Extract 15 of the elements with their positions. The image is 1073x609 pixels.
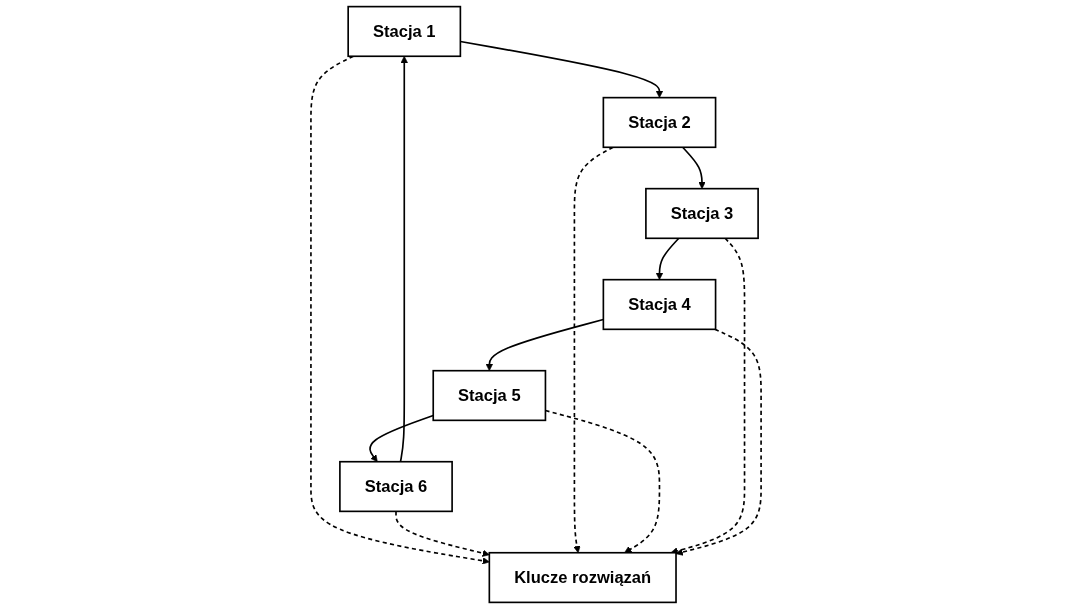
node-box: Stacja 2 (603, 96, 717, 149)
arrow (460, 40, 664, 98)
node-box: Stacja 6 (339, 460, 454, 513)
arrow (671, 237, 746, 555)
arrow (656, 237, 681, 280)
arrow (400, 55, 409, 463)
arrow (573, 146, 615, 554)
node-box: Stacja 5 (432, 369, 547, 422)
arrow (676, 328, 763, 556)
node-box: Stacja 1 (347, 5, 462, 58)
node-box: Stacja 3 (645, 187, 760, 240)
arrow (545, 409, 661, 554)
node-box: Stacja 4 (603, 278, 717, 331)
node-box: Klucze rozwiązań (489, 551, 678, 604)
arrow (682, 146, 707, 189)
